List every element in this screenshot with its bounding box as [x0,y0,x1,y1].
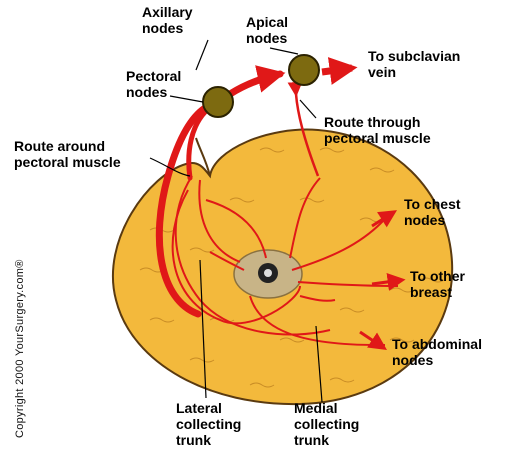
label-to-chest-nodes: To chest nodes [404,196,461,228]
label-line: collecting [176,416,241,432]
label-line: Axillary [142,4,193,20]
label-route-around: Route around pectoral muscle [14,138,121,170]
label-line: To abdominal [392,336,482,352]
label-to-other-breast: To other breast [410,268,465,300]
label-line: nodes [404,212,461,228]
label-route-through: Route through pectoral muscle [324,114,431,146]
label-line: Lateral [176,400,241,416]
label-pectoral-nodes: Pectoral nodes [126,68,181,100]
label-line: nodes [246,30,288,46]
label-to-subclavian-vein: To subclavian vein [368,48,460,80]
label-line: breast [410,284,465,300]
apical-to-subclavian-arrow [322,68,352,72]
label-line: trunk [294,432,359,448]
label-line: To subclavian [368,48,460,64]
label-line: Route around [14,138,121,154]
label-line: collecting [294,416,359,432]
copyright-notice: Copyright 2000 YourSurgery.com® [14,259,26,438]
label-to-abdominal-nodes: To abdominal nodes [392,336,482,368]
label-line: vein [368,64,460,80]
pectoral-to-apical-arrow [230,74,280,94]
label-line: Route through [324,114,431,130]
label-line: trunk [176,432,241,448]
label-medial-collecting-trunk: Medial collecting trunk [294,400,359,448]
label-line: Apical [246,14,288,30]
label-line: Medial [294,400,359,416]
label-lateral-collecting-trunk: Lateral collecting trunk [176,400,241,448]
label-line: pectoral muscle [324,130,431,146]
label-apical-nodes: Apical nodes [246,14,288,46]
nipple-center [264,269,272,277]
label-line: nodes [142,20,193,36]
label-axillary-nodes: Axillary nodes [142,4,193,36]
label-line: nodes [126,84,181,100]
label-line: pectoral muscle [14,154,121,170]
apical-node [289,55,319,85]
label-line: To chest [404,196,461,212]
label-line: nodes [392,352,482,368]
label-line: To other [410,268,465,284]
label-line: Pectoral [126,68,181,84]
pectoral-node [203,87,233,117]
